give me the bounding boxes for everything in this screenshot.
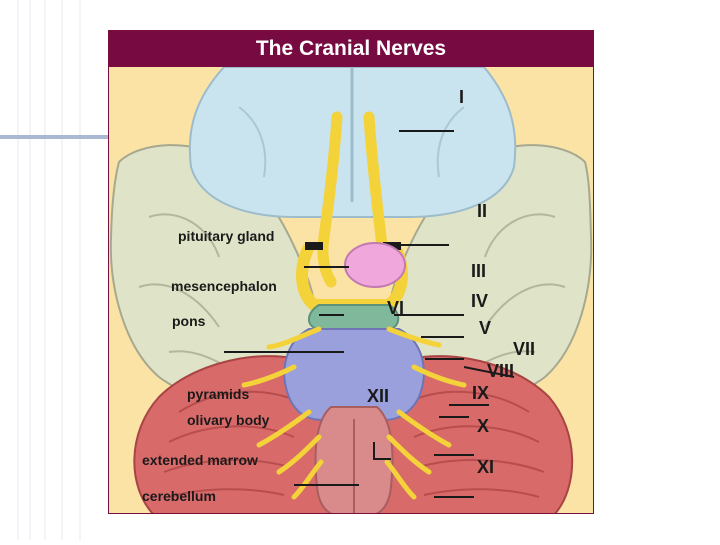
pituitary-gland	[344, 242, 406, 288]
label-nerve-I: I	[459, 87, 465, 107]
label-nerve-VI: VI	[387, 298, 405, 318]
label-nerve-IV: IV	[471, 291, 489, 311]
label-nerve-III: III	[471, 261, 487, 281]
label-nerve-X: X	[477, 416, 490, 436]
slide-decoration	[0, 0, 100, 540]
label-pituitary-gland: pituitary gland	[178, 228, 275, 244]
slide-accent-line	[0, 135, 112, 139]
figure-title: The Cranial Nerves	[109, 31, 593, 67]
brain-illustration	[109, 67, 593, 513]
label-mesencephalon: mesencephalon	[171, 278, 277, 294]
mesencephalon	[308, 304, 400, 330]
label-nerve-XII: XII	[367, 386, 390, 406]
label-nerve-VII: VII	[513, 339, 536, 359]
label-pyramids: pyramids	[187, 386, 250, 402]
label-nerve-V: V	[479, 318, 492, 338]
label-nerve-VIII: VIII	[487, 361, 515, 381]
label-nerve-XI: XI	[477, 457, 495, 477]
label-nerve-II: II	[477, 201, 488, 221]
cranial-nerves-figure: The Cranial Nerves	[108, 30, 594, 514]
label-olivary-body: olivary body	[187, 412, 270, 428]
label-pons: pons	[172, 313, 206, 329]
label-cerebellum: cerebellum	[142, 488, 216, 504]
label-nerve-IX: IX	[472, 383, 490, 403]
label-extended-marrow: extended marrow	[142, 452, 258, 468]
olfactory-tract-left	[317, 111, 343, 288]
